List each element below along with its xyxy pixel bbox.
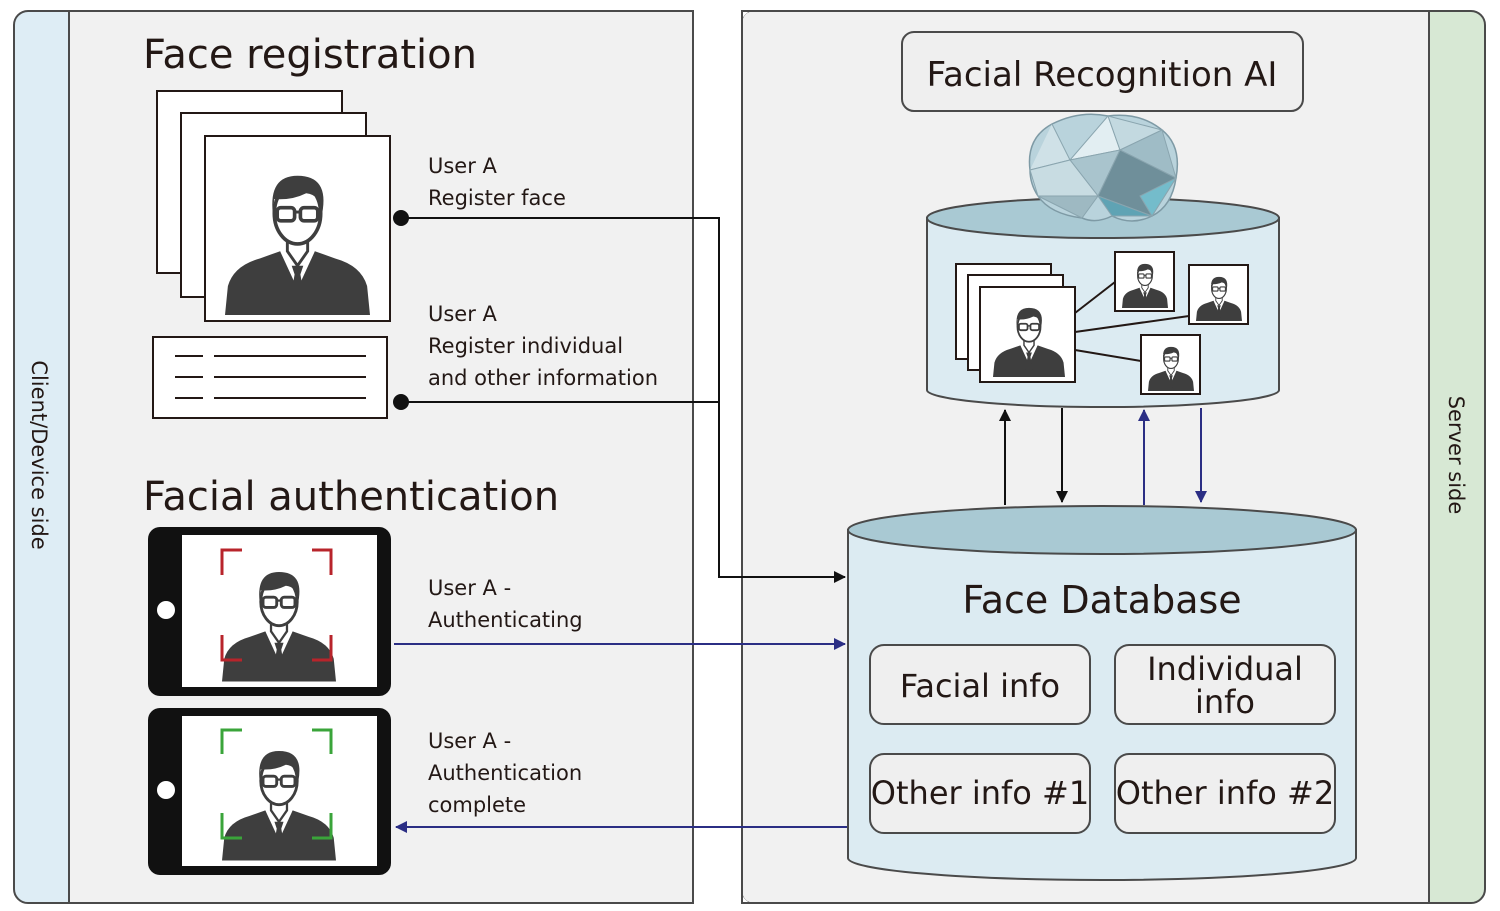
scan-frame-green: [220, 728, 333, 840]
note-line: Authentication: [428, 761, 582, 785]
note-register-info: User A Register individual and other inf…: [428, 302, 658, 390]
field-label: Other info #1: [871, 774, 1089, 812]
tablet-authenticating: [148, 527, 391, 696]
note-line: Authenticating: [428, 608, 583, 632]
client-side-label: Client/Device side: [27, 360, 51, 549]
ai-title: Facial Recognition AI: [927, 55, 1278, 95]
note-line: User A -: [428, 729, 511, 753]
server-side-label: Server side: [1444, 396, 1468, 515]
scan-frame-red: [220, 548, 333, 662]
authentication-arrows: [394, 638, 847, 833]
note-authenticating: User A - Authenticating: [428, 576, 583, 632]
info-form-card: [152, 336, 388, 419]
note-register-face: User A Register face: [428, 154, 566, 210]
db-field-other-info-2: Other info #2: [1114, 753, 1336, 834]
registration-connectors: [393, 210, 846, 583]
db-field-individual-info: Individual info: [1114, 644, 1336, 725]
field-label: info: [1195, 683, 1255, 721]
ai-db-arrows: [999, 408, 1207, 505]
note-auth-complete: User A - Authentication complete: [428, 729, 582, 817]
tablet-auth-complete: [148, 708, 391, 875]
note-line: User A: [428, 154, 498, 178]
db-field-facial-info: Facial info: [869, 644, 1091, 725]
db-field-other-info-1: Other info #1: [869, 753, 1091, 834]
note-line: Register face: [428, 186, 566, 210]
note-line: and other information: [428, 366, 658, 390]
field-label: Facial info: [900, 667, 1060, 705]
field-label: Individual: [1147, 650, 1303, 688]
note-line: complete: [428, 793, 526, 817]
ai-face-cards: [955, 251, 1249, 395]
brain-icon: [1028, 113, 1179, 222]
photo-stack: [156, 90, 391, 322]
note-line: User A: [428, 302, 498, 326]
note-line: User A -: [428, 576, 511, 600]
facial-authentication-heading: Facial authentication: [143, 474, 559, 520]
note-line: Register individual: [428, 334, 623, 358]
db-title: Face Database: [962, 578, 1241, 622]
field-label: Other info #2: [1116, 774, 1334, 812]
ai-title-box: Facial Recognition AI: [901, 31, 1304, 112]
face-registration-heading: Face registration: [143, 32, 477, 78]
